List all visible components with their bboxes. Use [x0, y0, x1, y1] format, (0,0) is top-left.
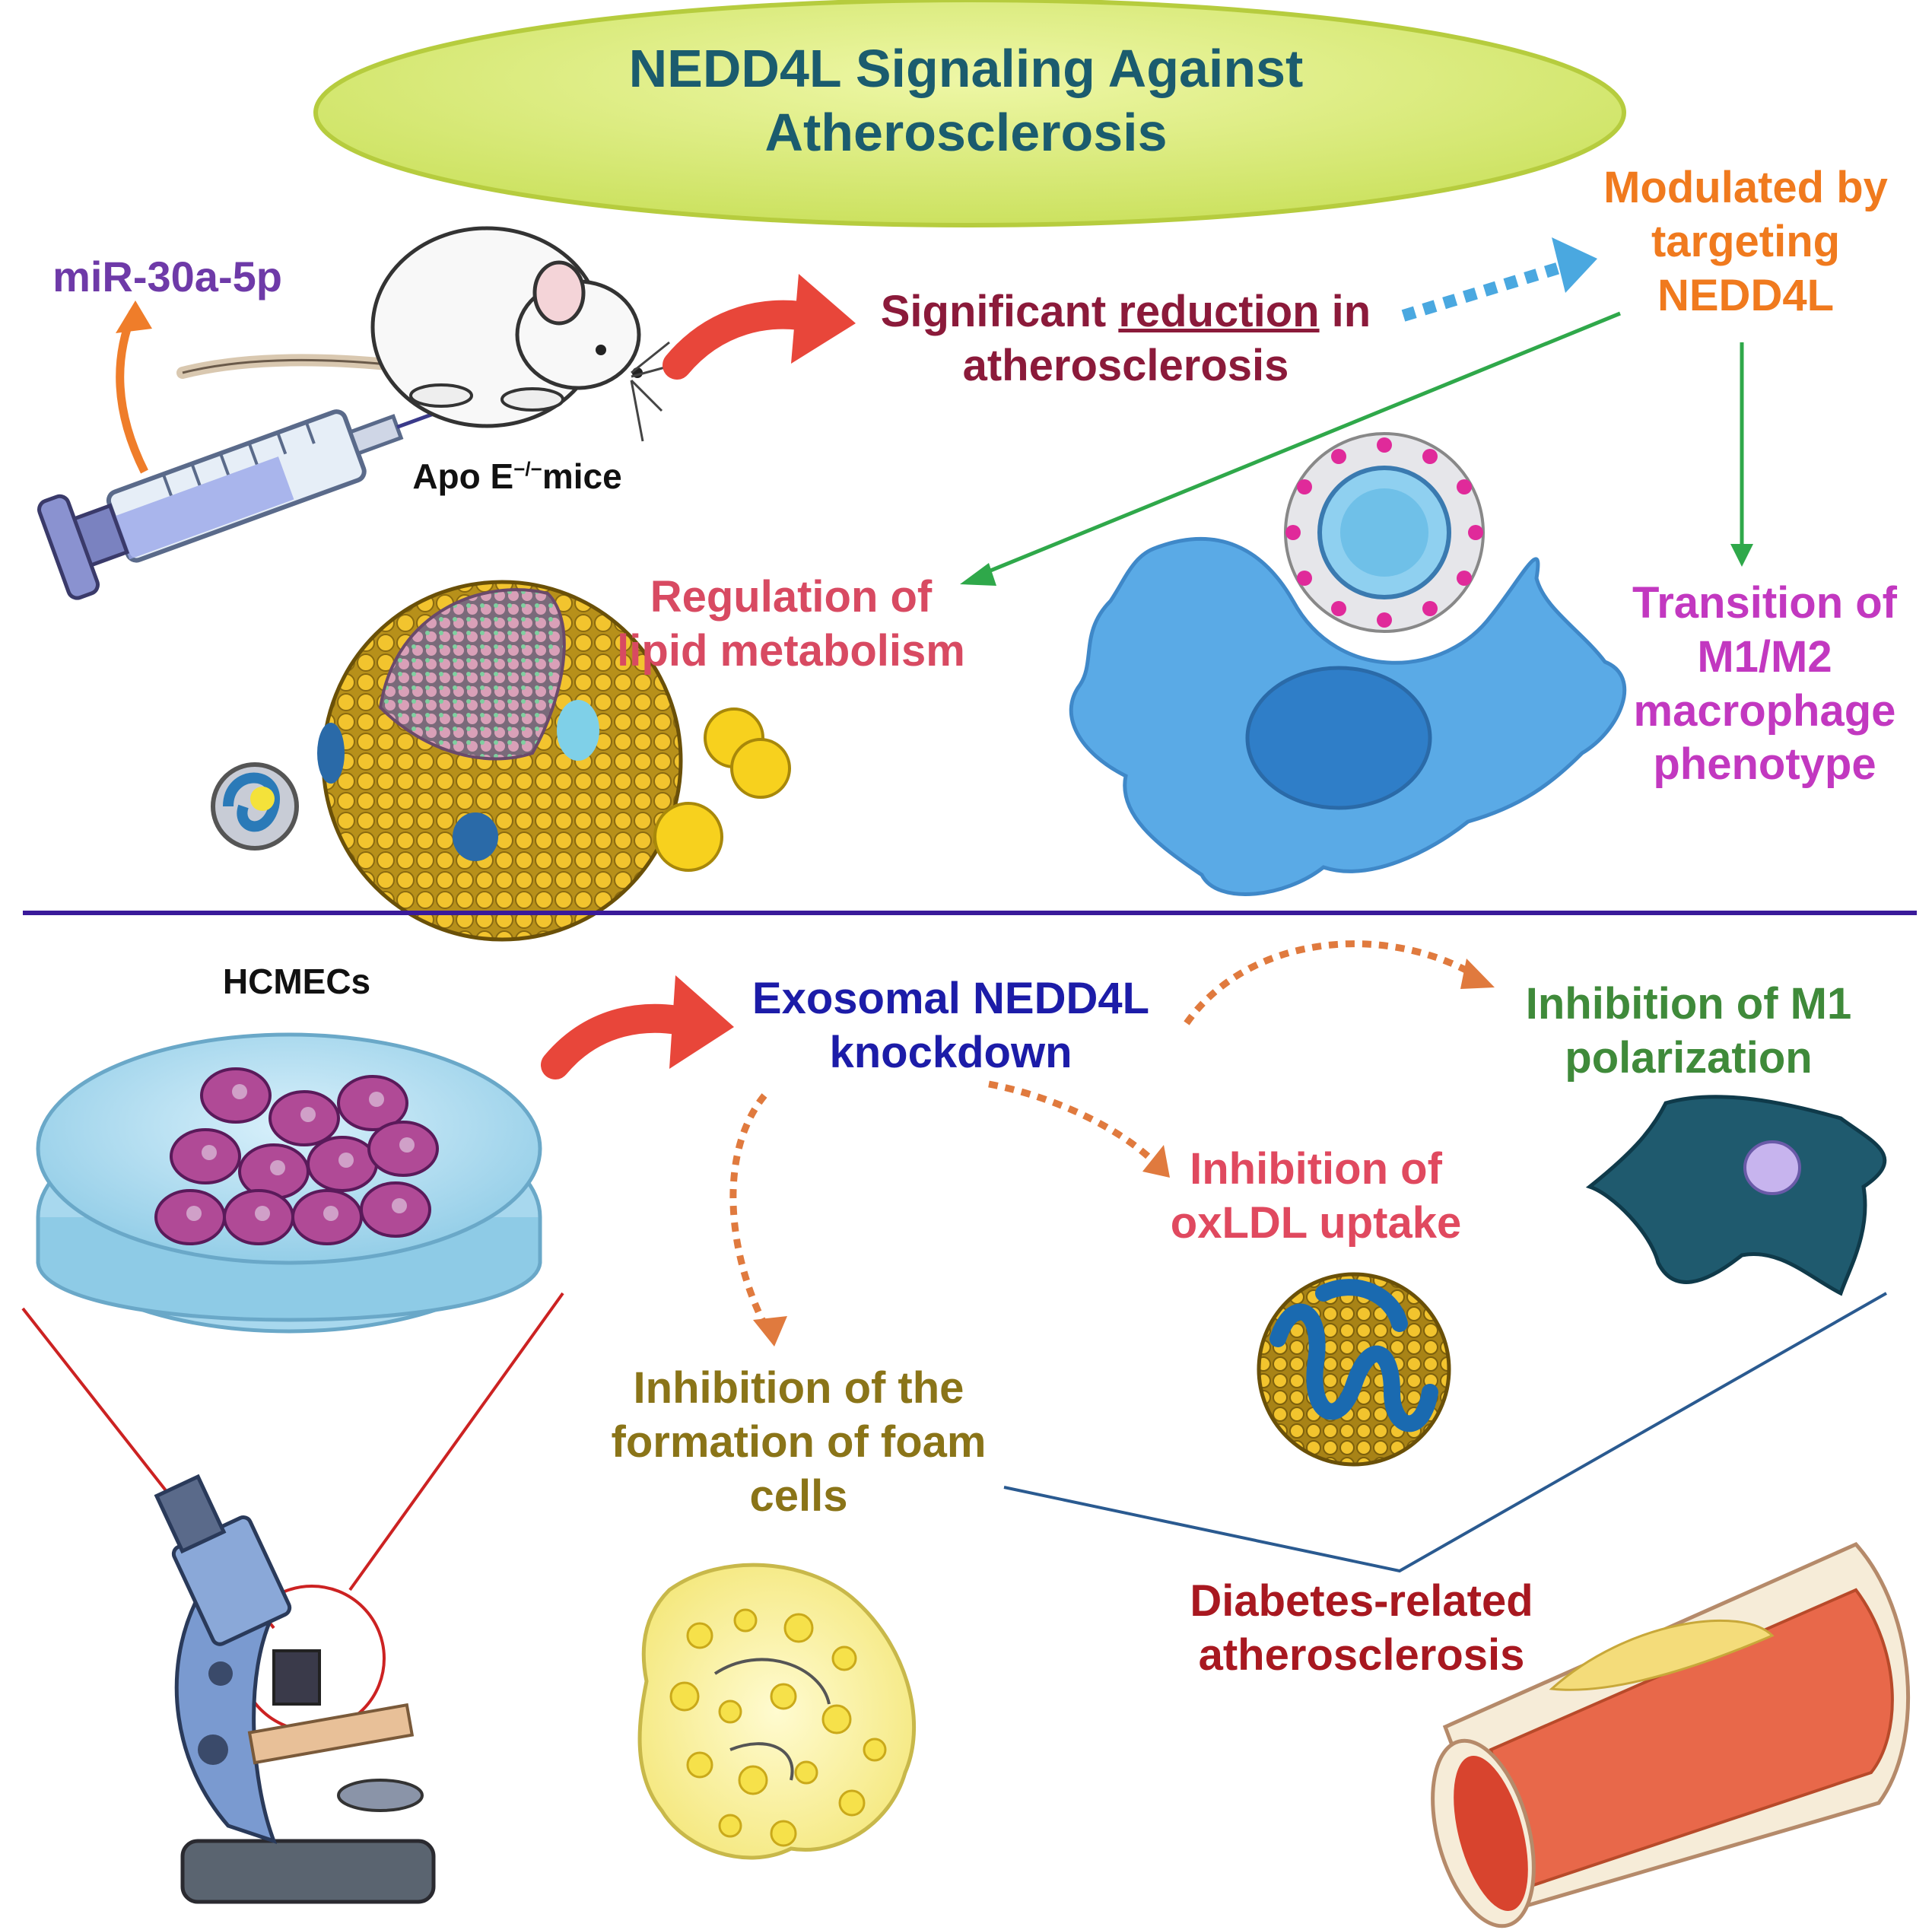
transition-label: Transition of M1/M2 macrophage phenotype [1605, 577, 1924, 792]
m1-label: Inhibition of M1 polarization [1491, 978, 1886, 1086]
exosomal-line-2: knockdown [829, 1027, 1072, 1077]
diabetes-line-1: Diabetes-related [1190, 1576, 1533, 1626]
macrophage-icon [1069, 536, 1627, 896]
reduction-label-line-1: Significant reduction in [837, 285, 1415, 339]
modulated-label: Modulated by targeting NEDD4L [1567, 161, 1924, 323]
petri-dish-icon [36, 1032, 542, 1334]
green-arrow-to-lipid [960, 311, 1621, 586]
mir-label: miR-30a-5p [52, 253, 282, 300]
transition-line-1: Transition of [1632, 578, 1897, 628]
transition-line-3: macrophage [1633, 685, 1896, 736]
foam-line-3: cells [749, 1471, 848, 1521]
mouse-label-suffix: mice [542, 456, 622, 496]
mouse-label-prefix: Apo E [412, 456, 514, 496]
diabetes-line-2: atherosclerosis [1198, 1630, 1525, 1680]
red-curved-arrow-bottom [541, 975, 734, 1079]
oxldl-line-1: Inhibition of [1190, 1144, 1442, 1194]
green-arrow-to-transition [1730, 342, 1753, 567]
lipid-sphere-icon [317, 580, 683, 942]
title-line-1: NEDD4L Signaling Against [628, 39, 1304, 98]
mouse-icon [176, 226, 674, 442]
reduction-text-2: in [1319, 287, 1371, 336]
oxldl-label: Inhibition of oxLDL uptake [1133, 1143, 1498, 1251]
syringe-icon [37, 373, 541, 600]
orange-dotted-arrows [729, 940, 1482, 1334]
dark-macrophage-icon [1585, 1095, 1887, 1296]
blue-connecting-lines [1003, 1292, 1887, 1573]
transition-line-2: M1/M2 [1697, 631, 1832, 682]
transition-line-4: phenotype [1653, 739, 1876, 790]
reduction-underlined: reduction [1118, 287, 1320, 336]
foam-cell-icon [637, 1563, 916, 1860]
artery-icon [1431, 1541, 1910, 1928]
foam-line-2: formation of foam [611, 1416, 987, 1467]
oxldl-line-2: oxLDL uptake [1170, 1197, 1462, 1248]
red-curved-arrow-top [663, 274, 856, 380]
title-line-2: Atherosclerosis [764, 103, 1168, 162]
exosomal-line-1: Exosomal NEDD4L [752, 974, 1150, 1023]
m1-line-1: Inhibition of M1 [1525, 979, 1852, 1029]
lipoprotein-icon [1284, 432, 1485, 633]
exosomal-label: Exosomal NEDD4L knockdown [715, 972, 1187, 1080]
lipid-label: Regulation of lipid metabolism [593, 571, 989, 679]
lipid-droplets-icon [653, 707, 791, 872]
orange-arrowheads [753, 959, 1495, 1347]
oxldl-particle-icon [1257, 1272, 1451, 1467]
cells-label: HCMECs [222, 962, 371, 1001]
m1-line-2: polarization [1565, 1032, 1813, 1083]
reduction-label-line-2: atherosclerosis [962, 340, 1289, 390]
reduction-label: Significant reduction in atherosclerosis [837, 285, 1415, 393]
title-banner [313, 0, 1626, 227]
modulated-line-1: Modulated by [1603, 163, 1888, 212]
blue-dotted-arrow [1401, 237, 1597, 322]
diabetes-label: Diabetes-related atherosclerosis [1149, 1575, 1575, 1683]
microscope-icon [154, 1474, 436, 1904]
foam-line-1: Inhibition of the [633, 1363, 964, 1413]
mir-arrow [116, 300, 152, 474]
mouse-label: Apo E−/−mice [396, 455, 639, 498]
page-title: NEDD4L Signaling Against Atherosclerosis [319, 37, 1613, 164]
lipid-line-1: Regulation of [650, 572, 933, 622]
modulated-line-3: NEDD4L [1657, 270, 1835, 320]
reduction-text-1: Significant [880, 287, 1119, 336]
protein-ring-icon [211, 762, 299, 851]
modulated-line-2: targeting [1651, 216, 1841, 266]
mouse-label-genotype: −/− [513, 457, 542, 481]
lipid-line-2: lipid metabolism [617, 625, 965, 676]
foam-label: Inhibition of the formation of foam cell… [578, 1362, 1019, 1523]
